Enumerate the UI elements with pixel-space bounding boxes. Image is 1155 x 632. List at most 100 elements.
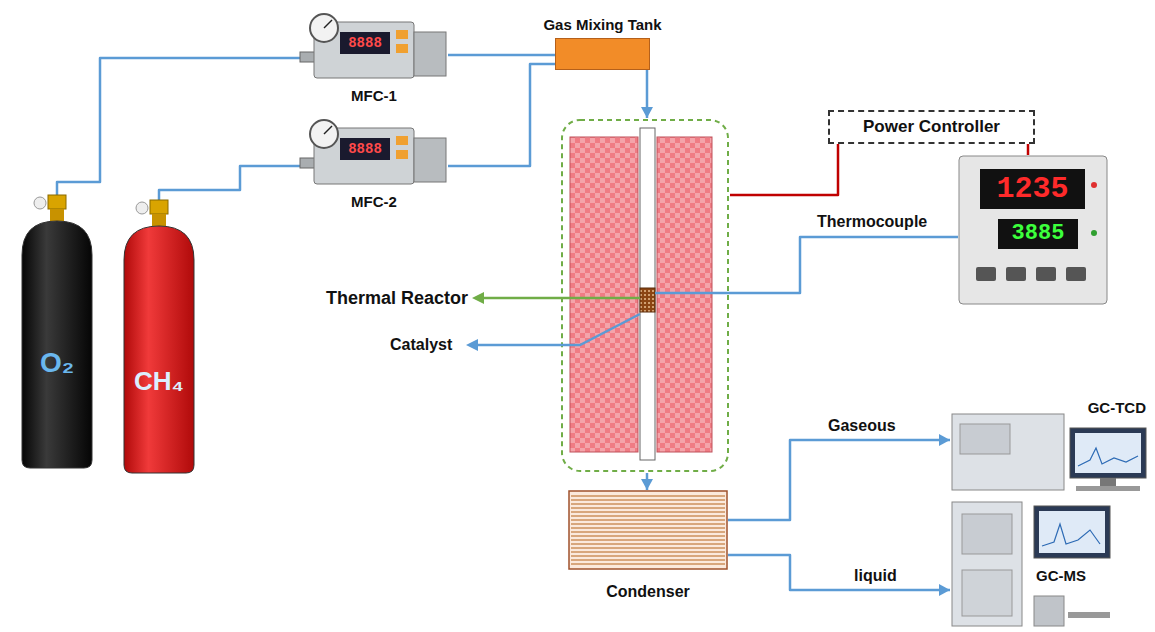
gc-door xyxy=(960,424,1010,454)
mfc-button xyxy=(396,150,408,159)
pipe-connector xyxy=(728,440,950,520)
monitor xyxy=(1034,506,1110,558)
condenser-drawing xyxy=(568,490,728,570)
device-label: GC-MS xyxy=(1036,566,1086,586)
sv-display xyxy=(998,219,1078,249)
catalyst-bed xyxy=(640,288,655,312)
panel-button xyxy=(1066,267,1086,281)
cylinder-body xyxy=(22,221,92,468)
condenser-body xyxy=(569,491,727,569)
condenser-coil xyxy=(571,524,725,525)
display-reading: 8888 xyxy=(340,32,390,54)
condenser-coil xyxy=(571,512,725,513)
device-label: GC-TCD xyxy=(1088,398,1146,418)
pressure-gauge xyxy=(310,120,338,148)
arrow-head xyxy=(939,434,950,446)
mfc-display xyxy=(340,138,390,160)
mfc-button xyxy=(396,30,408,39)
pipe-connector xyxy=(1027,144,1030,155)
condenser-coil xyxy=(571,548,725,549)
leader-line xyxy=(482,297,561,300)
monitor-screen xyxy=(1075,433,1141,473)
reactor-housing xyxy=(562,120,728,471)
callout-label: Catalyst xyxy=(388,335,454,355)
connector-label: Thermocouple xyxy=(815,212,929,232)
pressure-gauge xyxy=(310,14,338,42)
keyboard xyxy=(1076,486,1140,491)
pipe-connector xyxy=(159,166,300,200)
connector-label: Gaseous xyxy=(826,416,898,436)
leader-line xyxy=(561,297,640,300)
arrow-head xyxy=(466,339,478,351)
panel-button xyxy=(976,267,996,281)
display-reading: 8888 xyxy=(340,138,390,160)
panel-button xyxy=(1036,267,1056,281)
condenser-coil xyxy=(571,528,725,529)
mass-spectrum xyxy=(1042,524,1100,546)
valve xyxy=(150,200,168,214)
condenser-coil xyxy=(571,508,725,509)
condenser-coil xyxy=(571,544,725,545)
keyboard xyxy=(1068,612,1110,618)
gas-cylinder-drawing xyxy=(120,200,198,475)
power-controller: Power Controller xyxy=(828,110,1035,144)
pipe-connector xyxy=(730,144,838,195)
gc-tcd-instrument: GC-TCD xyxy=(950,400,1150,492)
gauge-needle xyxy=(324,20,332,28)
connector-label: liquid xyxy=(852,566,899,586)
mass-flow-controller: 8888MFC-2 xyxy=(300,116,448,188)
mfc-block xyxy=(414,32,446,76)
condenser-coil xyxy=(571,496,725,497)
cylinder-neck xyxy=(152,214,166,226)
ms-panel xyxy=(962,514,1012,554)
pipe-connector xyxy=(448,64,555,166)
leader-line xyxy=(476,344,561,347)
device-label: MFC-2 xyxy=(351,192,397,211)
gas-formula: CH₄ xyxy=(134,365,184,398)
ms-panel xyxy=(962,570,1012,616)
monitor-screen xyxy=(1039,511,1105,553)
gas-cylinder-drawing xyxy=(18,195,96,470)
mfc-button xyxy=(396,136,408,145)
pv-display xyxy=(980,169,1085,209)
condenser-coil xyxy=(571,536,725,537)
condenser-coil xyxy=(571,520,725,521)
condenser-coil xyxy=(571,556,725,557)
mfc-block xyxy=(414,138,446,182)
indicator-led xyxy=(1091,182,1097,188)
condenser: Condenser xyxy=(568,490,728,570)
computer-case xyxy=(1034,596,1064,626)
pipe-connector xyxy=(57,58,300,195)
gc-ms-instrument: GC-MS xyxy=(950,500,1115,628)
valve xyxy=(48,195,66,209)
reactor-tube xyxy=(640,128,655,460)
arrow-head xyxy=(641,479,653,490)
gc-ms-instrument-drawing xyxy=(950,500,1115,628)
display-reading: 1235 xyxy=(980,169,1085,209)
condenser-coil xyxy=(571,516,725,517)
monitor xyxy=(1070,428,1146,478)
condenser-coil xyxy=(571,540,725,541)
cylinder-body xyxy=(124,226,194,473)
device-label: Gas Mixing Tank xyxy=(543,15,661,34)
condenser-coil xyxy=(571,552,725,553)
gas-formula: O₂ xyxy=(40,345,74,380)
chromatogram xyxy=(1078,448,1138,466)
arrow-head xyxy=(939,584,950,596)
thermocouple-probe xyxy=(655,292,730,295)
arrow-head xyxy=(472,292,484,304)
panel-button xyxy=(1006,267,1026,281)
gas-cylinder: CH₄ xyxy=(120,200,198,475)
gc-body xyxy=(952,414,1064,490)
thermal-reactor-drawing xyxy=(560,118,730,473)
callout-label: Thermal Reactor xyxy=(326,287,468,309)
arrow-head xyxy=(641,107,653,118)
heater-block xyxy=(657,137,712,452)
ms-body xyxy=(952,502,1022,626)
condenser-coil xyxy=(571,532,725,533)
temperature-controller: 12353885 xyxy=(958,155,1108,305)
gas-cylinder: O₂ xyxy=(18,195,96,470)
device-label: MFC-1 xyxy=(351,86,397,105)
mfc-display xyxy=(340,32,390,54)
